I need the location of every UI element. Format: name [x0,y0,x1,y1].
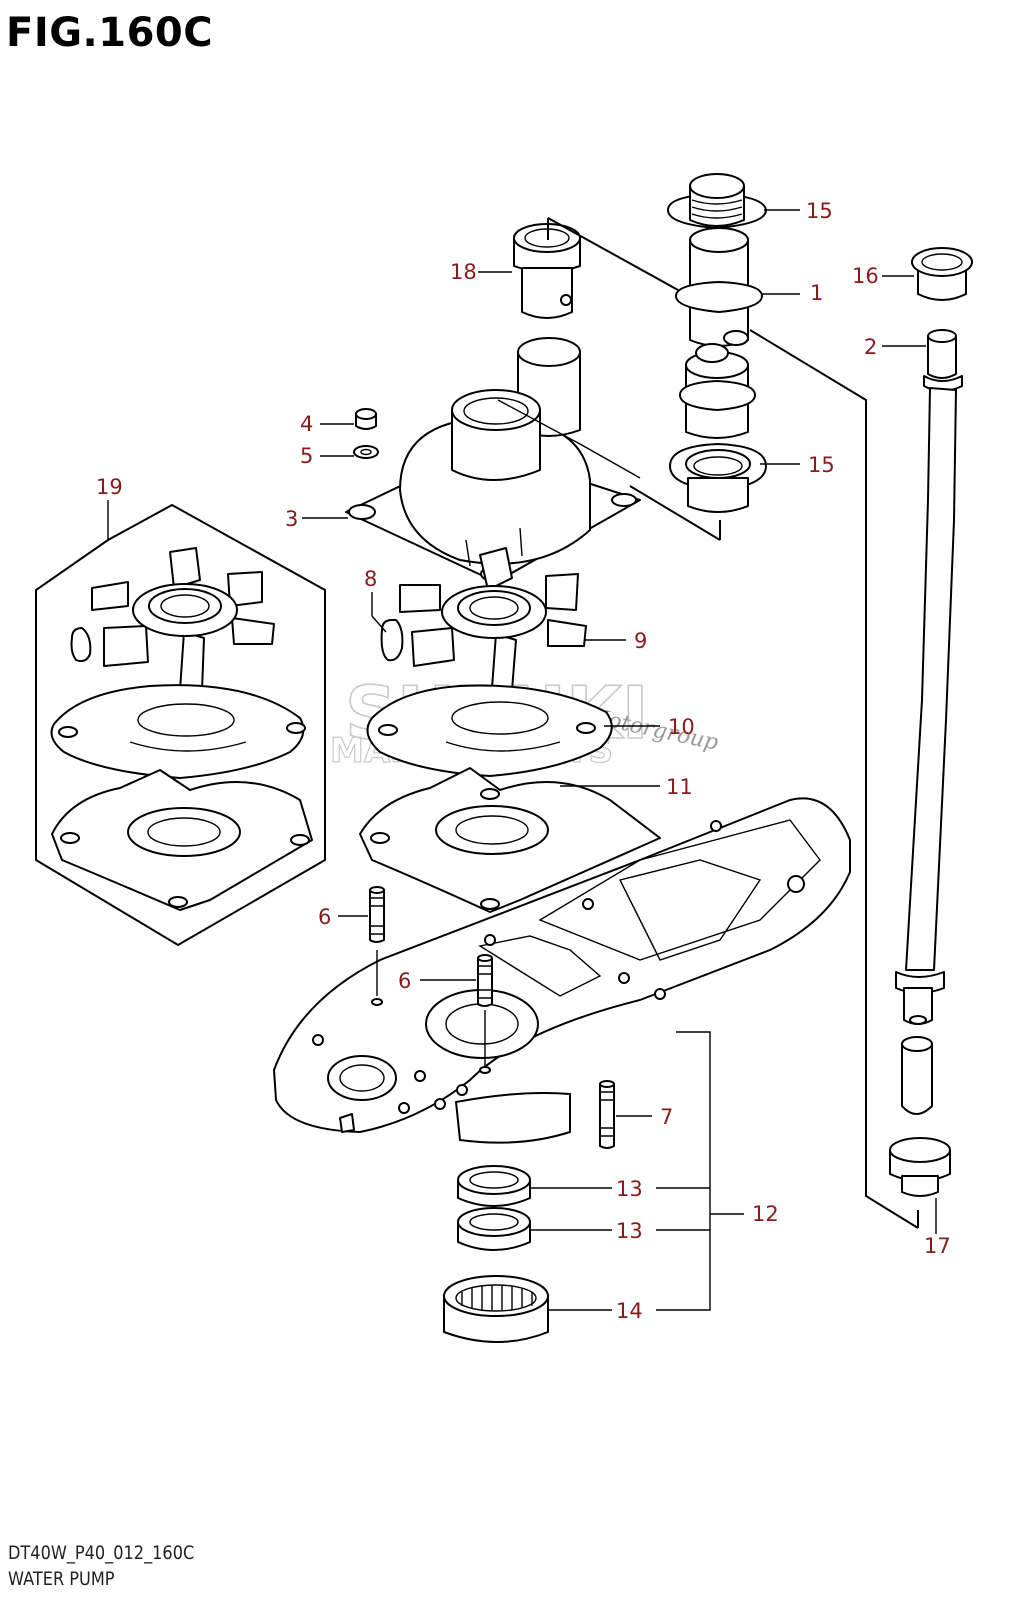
part-8-key [380,619,404,662]
callout-5: 5 [300,444,313,468]
part-6-stud-left [369,886,385,1006]
callout-15-bottom: 15 [808,453,835,477]
part-11-gasket [359,767,661,913]
callout-labels: 15 1 18 16 2 4 5 15 3 19 8 9 10 11 6 6 7… [96,199,951,1323]
callout-8: 8 [364,567,377,591]
part-17-grommet [889,1137,951,1197]
callout-15-top: 15 [806,199,833,223]
part-5-washer [353,445,379,459]
part-2-water-tube [895,329,963,1115]
callout-18: 18 [450,260,477,284]
part-outlet-sleeve [679,343,756,439]
callout-3: 3 [285,507,298,531]
callout-13-upper: 13 [616,1177,643,1201]
figure-title: FIG.160C [6,10,214,56]
callout-1: 1 [810,281,823,305]
part-7-stud [599,1080,615,1149]
callout-2: 2 [864,335,877,359]
part-15-grommet-bottom [669,443,767,513]
part-4-nut [355,408,377,430]
part-9-impeller [399,547,587,691]
drawing-name: WATER PUMP [8,1568,115,1590]
part-3-pump-case [345,337,641,583]
part-13-oil-seal-upper [457,1165,531,1207]
part-14-bearing [443,1275,549,1343]
callout-16: 16 [852,264,879,288]
callout-6-right: 6 [398,969,411,993]
callout-9: 9 [634,629,647,653]
part-15-plug-top [667,173,767,229]
part-12-lower-plate-assembly [273,797,851,1144]
part-19-repair-kit [35,503,326,947]
callout-13-lower: 13 [616,1219,643,1243]
leader-lines [107,209,937,1311]
part-10-gasket [366,684,613,777]
callout-4: 4 [300,412,313,436]
callout-19: 19 [96,475,123,499]
part-1-guide-sleeve [675,227,763,347]
callout-11: 11 [666,775,693,799]
callout-12: 12 [752,1202,779,1226]
assembly-lines [497,217,919,1229]
callout-17: 17 [924,1234,951,1258]
callout-6-left: 6 [318,905,331,929]
part-6-stud-right [477,954,493,1074]
part-13-oil-seal-lower [457,1207,531,1251]
part-16-grommet [911,247,973,301]
drawing-code: DT40W_P40_012_160C [8,1542,195,1564]
callout-10: 10 [668,715,695,739]
callout-14: 14 [616,1299,643,1323]
callout-7: 7 [660,1105,673,1129]
